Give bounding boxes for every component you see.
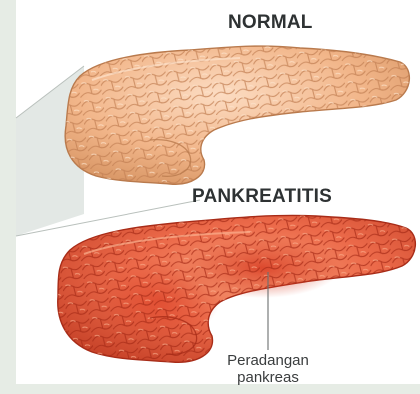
pancreatitis-label: PANKREATITIS [192, 186, 332, 208]
normal-label: NORMAL [228, 12, 313, 34]
annotation-line-2: pankreas [200, 369, 336, 386]
inflammation-annotation: Peradangan pankreas [200, 352, 336, 386]
annotation-line-1: Peradangan [200, 352, 336, 369]
inflamed-pancreas-icon [58, 215, 416, 362]
normal-pancreas-icon [65, 46, 409, 184]
